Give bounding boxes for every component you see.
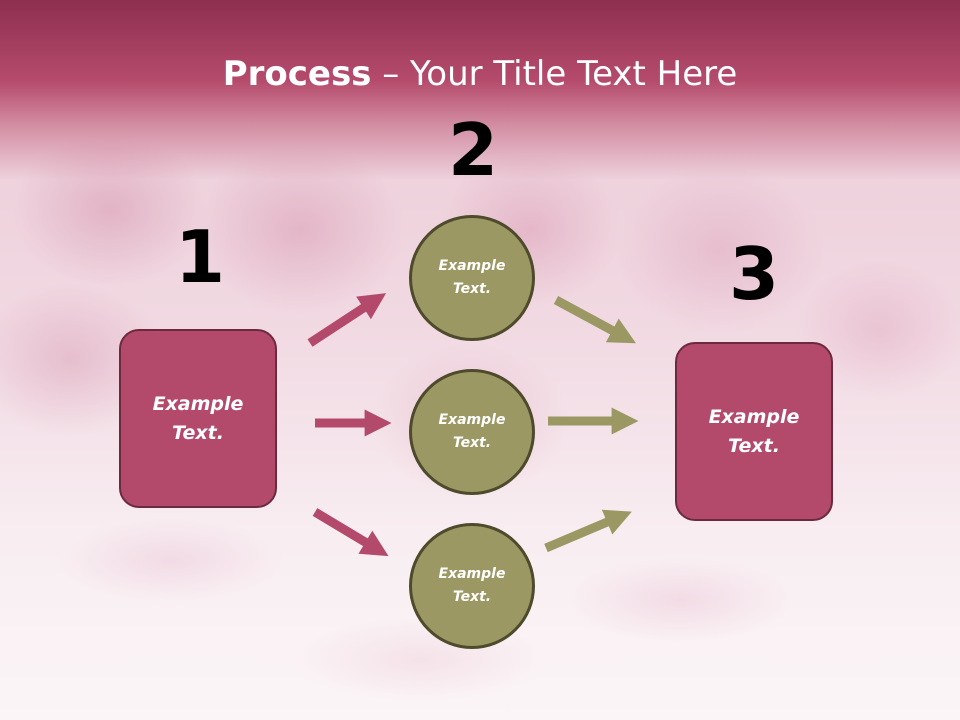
step-circle-bottom-label: Example Text. bbox=[439, 563, 506, 609]
arrow-bottom-to-right bbox=[546, 520, 612, 548]
step-box-left[interactable]: Example Text. bbox=[119, 329, 277, 508]
step-circle-top-label: Example Text. bbox=[439, 255, 506, 301]
step-box-right-label: Example Text. bbox=[709, 403, 800, 461]
step-box-left-label: Example Text. bbox=[153, 390, 244, 448]
step-circle-top[interactable]: Example Text. bbox=[409, 215, 535, 341]
arrow-top-to-right bbox=[556, 300, 617, 333]
step-circle-middle-label: Example Text. bbox=[439, 409, 506, 455]
step-circle-bottom[interactable]: Example Text. bbox=[409, 523, 535, 649]
arrow-left-to-top bbox=[310, 305, 368, 343]
step-circle-middle[interactable]: Example Text. bbox=[409, 369, 535, 495]
step-box-right[interactable]: Example Text. bbox=[675, 342, 833, 521]
arrow-left-to-bottom bbox=[315, 512, 370, 545]
